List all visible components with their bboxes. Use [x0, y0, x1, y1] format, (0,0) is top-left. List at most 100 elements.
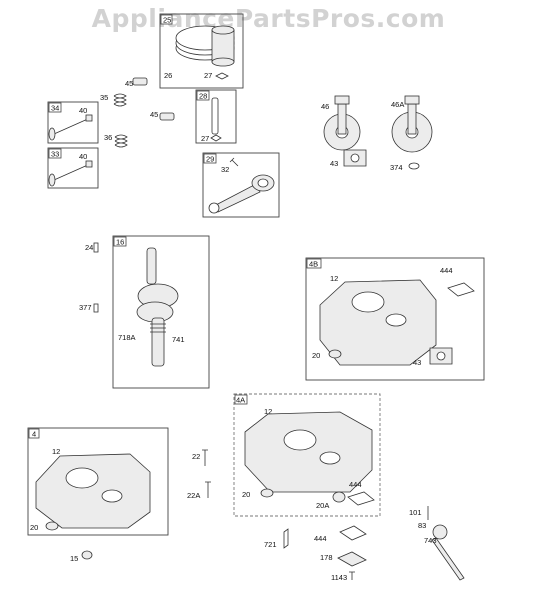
screw-1143[interactable]: 1143	[331, 571, 355, 582]
sump-group-4a[interactable]: 4A 12 20 20A 444	[233, 393, 381, 517]
callout-46: 46	[321, 102, 329, 111]
group-label-4b: 4B	[309, 260, 318, 269]
valve-spring-parts[interactable]: 45 35 45 36	[100, 77, 175, 148]
valve-retainer-45-a	[132, 77, 148, 86]
valve-group-33[interactable]: 33 40	[47, 147, 99, 189]
connecting-rod-group-29[interactable]: 29 32	[202, 152, 280, 218]
camshaft-parts[interactable]: 46 46A 43 374	[321, 95, 433, 172]
callout-32: 32	[221, 165, 229, 174]
sump-group-4[interactable]: 4 12 20	[27, 427, 169, 536]
callout-444-b: 444	[349, 480, 362, 489]
crankshaft-group-16[interactable]: 16 718A 741	[112, 235, 210, 389]
sump-4b	[319, 279, 437, 366]
callout-45-b: 45	[150, 110, 158, 119]
callout-27-a: 27	[204, 71, 212, 80]
group-box-33	[47, 147, 99, 189]
plug-15[interactable]: 15	[70, 550, 93, 563]
seal-20-b	[260, 488, 274, 498]
callout-444-c: 444	[314, 534, 327, 543]
callout-178: 178	[320, 553, 333, 562]
callout-40-b: 40	[79, 152, 87, 161]
callout-374: 374	[390, 163, 403, 172]
rod-bolt	[229, 157, 239, 167]
callout-35: 35	[100, 93, 108, 102]
group-label-4: 4	[32, 430, 36, 439]
key-377[interactable]: 377	[79, 303, 99, 313]
callout-46a: 46A	[391, 100, 404, 109]
gear-83[interactable]: 83	[418, 521, 448, 540]
sump-group-4b[interactable]: 4B 12 444 20 43	[305, 257, 485, 381]
connecting-rod	[208, 174, 275, 214]
group-label-29: 29	[206, 155, 214, 164]
group-box-4b	[305, 257, 485, 381]
callout-12-b: 12	[264, 407, 272, 416]
group-label-25: 25	[163, 16, 171, 25]
group-box-4	[27, 427, 169, 536]
seal-20-d	[45, 521, 59, 531]
callout-43-a: 43	[330, 159, 338, 168]
callout-20a: 20A	[316, 501, 329, 510]
washer-374	[408, 162, 420, 170]
group-tag-4	[28, 428, 40, 439]
callout-444-a: 444	[440, 266, 453, 275]
valve-group-34[interactable]: 34 40	[47, 101, 99, 144]
callout-721: 721	[264, 540, 277, 549]
part-721[interactable]: 721	[264, 528, 289, 549]
group-box-28	[195, 89, 237, 144]
callout-27-b: 27	[201, 134, 209, 143]
group-tag-29	[203, 153, 217, 164]
group-box-34	[47, 101, 99, 144]
callout-22a: 22A	[187, 491, 200, 500]
callout-40-a: 40	[79, 106, 87, 115]
group-label-33: 33	[51, 150, 59, 159]
group-tag-4a	[234, 394, 248, 405]
group-tag-4b	[306, 258, 322, 269]
group-label-4a: 4A	[236, 396, 245, 405]
plate-178[interactable]: 178	[320, 551, 367, 567]
callout-12-c: 12	[52, 447, 60, 456]
group-box-25	[159, 13, 244, 89]
camshaft-46a	[391, 95, 433, 153]
group-box-4a	[233, 393, 381, 517]
governor-43-b	[429, 347, 453, 365]
pushrod-group-28[interactable]: 28 27	[195, 89, 237, 144]
valve-34	[48, 114, 93, 141]
piston-group[interactable]: 25 26 27	[159, 13, 244, 89]
group-tag-25	[160, 14, 173, 25]
callout-718a: 718A	[118, 333, 136, 342]
clip-27	[210, 134, 222, 142]
callout-20-a: 20	[312, 351, 320, 360]
group-box-16	[112, 235, 210, 389]
callout-743: 743	[424, 536, 437, 545]
crankshaft	[136, 247, 179, 367]
shaft-743[interactable]: 743	[424, 536, 465, 581]
group-tag-28	[196, 90, 210, 101]
pin-101[interactable]: 101	[409, 506, 429, 520]
bolt-22a[interactable]: 22A	[187, 481, 211, 500]
watermark: AppliancePartsPros.com	[91, 4, 446, 33]
piston	[211, 25, 235, 67]
valve-spring-36	[114, 134, 128, 148]
key-24[interactable]: 24	[85, 242, 99, 253]
seal-20-a	[328, 349, 342, 359]
callout-1143: 1143	[331, 573, 347, 582]
callout-83: 83	[418, 521, 426, 530]
callout-24: 24	[85, 243, 93, 252]
valve-retainer-45-b	[159, 112, 175, 121]
callout-20-d: 20	[30, 523, 38, 532]
seal-20a	[332, 491, 346, 503]
wrist-pin-clip	[215, 72, 229, 80]
bolt-22[interactable]: 22	[192, 449, 208, 466]
governor-43-a	[343, 149, 367, 167]
callout-101: 101	[409, 508, 422, 517]
callout-377: 377	[79, 303, 92, 312]
push-rod	[211, 97, 219, 135]
group-box-29	[202, 152, 280, 218]
group-tag-16	[113, 236, 127, 247]
group-tag-34	[48, 102, 62, 113]
gasket-444-c[interactable]: 444	[314, 525, 367, 543]
group-label-16: 16	[116, 238, 124, 247]
sump-4a	[244, 411, 373, 493]
callout-45-a: 45	[125, 79, 133, 88]
